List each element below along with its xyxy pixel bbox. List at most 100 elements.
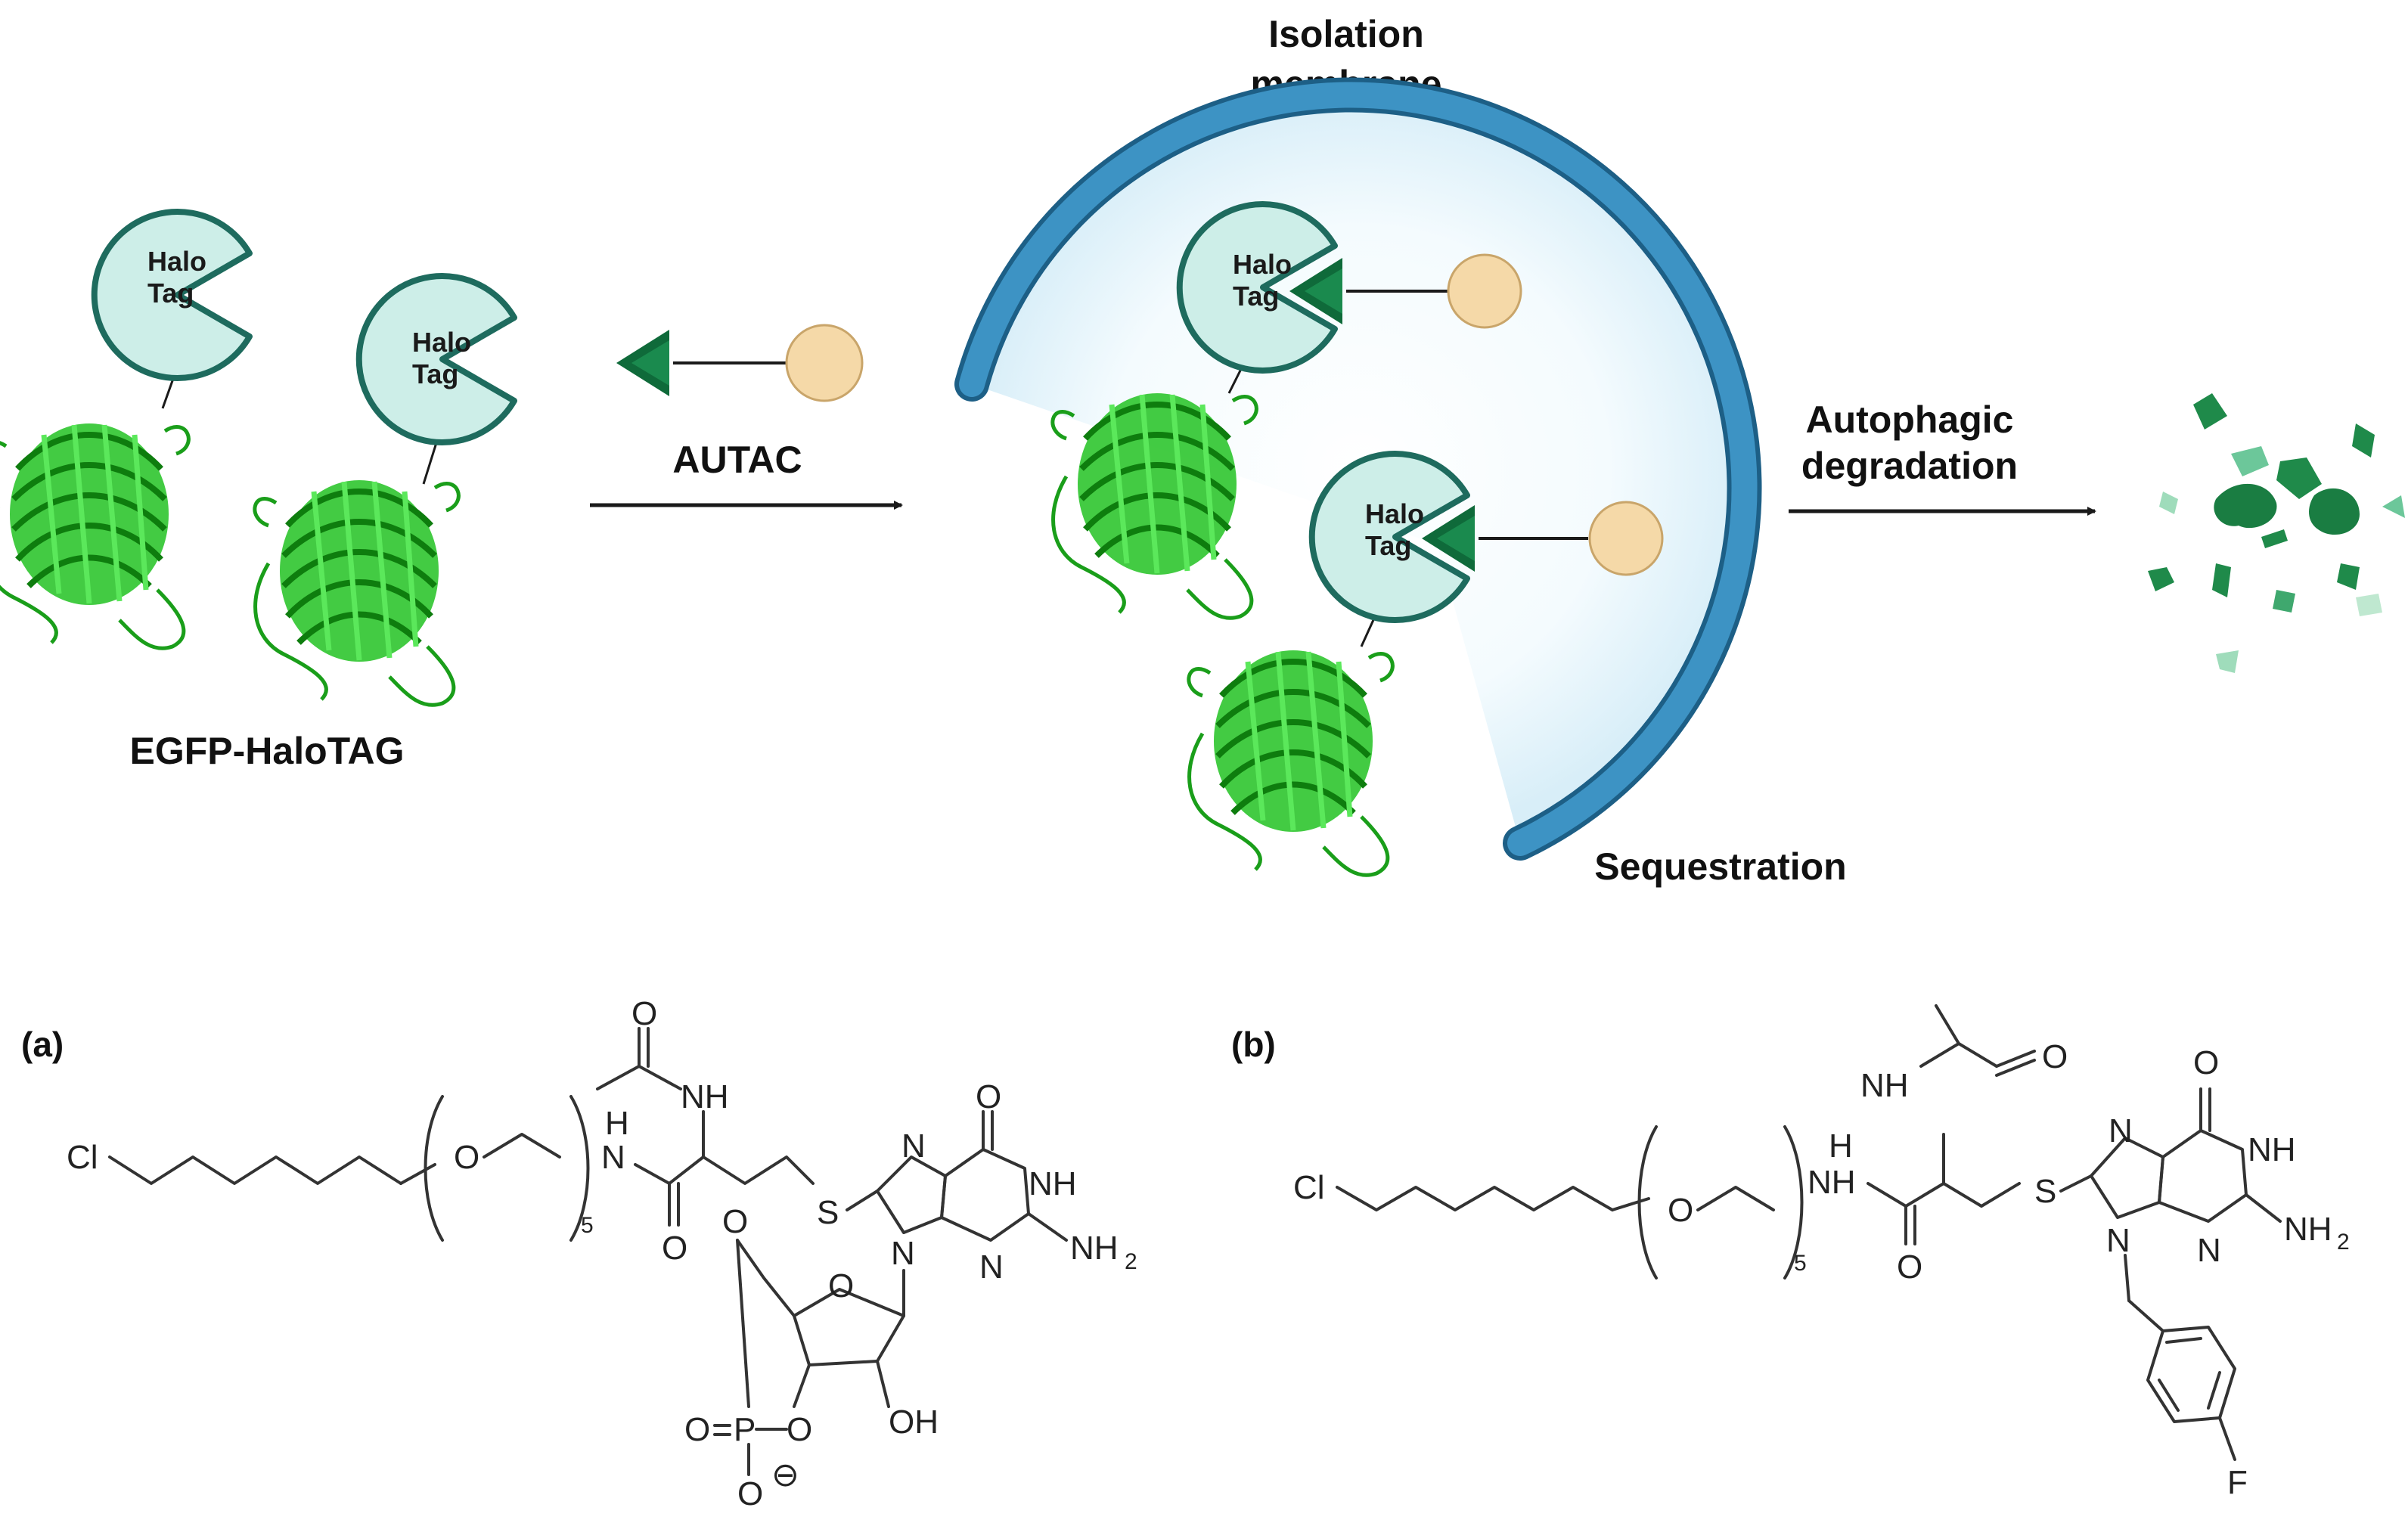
halotag-label-2a: Halo	[412, 327, 471, 358]
alkyl-chain-a	[108, 1155, 402, 1185]
chem-nh-a2: NH	[1029, 1165, 1077, 1202]
autac-ligand-triangle	[616, 330, 669, 396]
fragment	[2148, 567, 2174, 591]
sequestered-complex-2: Halo Tag	[1189, 454, 1664, 875]
chem-n-b1: N	[2109, 1112, 2133, 1149]
autac-molecule	[616, 324, 864, 402]
chem-n-a4: N	[979, 1248, 1004, 1286]
chem-cl-a: Cl	[67, 1139, 98, 1176]
panel-b-label: (b)	[1231, 1025, 1276, 1064]
chem-minus-a: ⊖	[771, 1456, 799, 1494]
fragment	[2212, 563, 2231, 597]
sequestered-complex-1: Halo Tag	[1053, 204, 1522, 618]
cys-b	[1942, 1182, 2021, 1208]
acetyl-co-b	[1995, 1050, 2036, 1068]
fragment	[2193, 393, 2227, 430]
chem-n-b3: N	[2197, 1232, 2221, 1269]
chem-n-a2: N	[901, 1128, 926, 1165]
compound-b-structure: Cl O 5 H NH O NH O S N N O NH N NH 2	[1293, 1004, 2350, 1501]
benzene-inner-b3	[2158, 1379, 2180, 1412]
bond-a	[399, 1163, 436, 1185]
chem-o-a8: O	[684, 1411, 710, 1448]
oh-bond-a	[876, 1360, 890, 1408]
panel-a-label: (a)	[21, 1025, 64, 1064]
fragment	[2261, 529, 2288, 548]
fragment	[2231, 446, 2269, 476]
acetyl-a	[596, 1065, 682, 1090]
chem-o-a1: O	[454, 1139, 479, 1176]
fragment	[2309, 488, 2360, 535]
chem-sub2-b: 2	[2337, 1230, 2350, 1255]
bracket-right-a	[569, 1095, 590, 1242]
chem-hn-b: NH	[1860, 1067, 1909, 1104]
bracket-left-b	[1637, 1125, 1658, 1280]
chem-o-b4: O	[2193, 1044, 2219, 1081]
fragment	[2216, 650, 2239, 673]
chem-o-a6: O	[787, 1411, 812, 1448]
compound-a-structure: Cl O 5 H N O NH O S N N O NH N NH 2	[67, 995, 1137, 1512]
chem-oh-a: OH	[889, 1404, 939, 1441]
chem-sub2-a: 2	[1125, 1249, 1137, 1274]
egfp-protein-2	[255, 480, 458, 705]
bracket-right-b	[1783, 1125, 1804, 1280]
autac-label: AUTAC	[672, 439, 802, 481]
chem-o-a5: O	[828, 1267, 854, 1304]
egfp-halotag-label: EGFP-HaloTAG	[130, 730, 405, 772]
acetyl-co-b2	[1995, 1059, 2036, 1077]
bond-nh2-b	[2245, 1193, 2282, 1223]
bond-b	[1611, 1197, 1650, 1211]
alkyl-chain-b	[1336, 1186, 1614, 1211]
bond-s-b	[2059, 1174, 2093, 1193]
chem-nh-b: NH	[1808, 1164, 1856, 1201]
bond-nh2-a	[1027, 1212, 1068, 1242]
halotag-label-2b: Tag	[412, 358, 458, 389]
ribose-a	[793, 1288, 905, 1366]
autophagic-label-line1: Autophagic	[1806, 399, 2014, 441]
imidazole-a	[876, 1155, 947, 1234]
chem-s-a: S	[817, 1194, 839, 1231]
chem-h-b: H	[1829, 1128, 1853, 1165]
autophagic-label-line2: degradation	[1801, 445, 2018, 487]
chem-n-a1: N	[601, 1139, 625, 1176]
amide-b	[1867, 1182, 1945, 1208]
egfp-halotag-group-2: Halo Tag	[255, 276, 514, 705]
chem-n-a3: N	[891, 1235, 915, 1272]
fragment	[2352, 423, 2375, 458]
halotag-label-1a: Halo	[147, 246, 206, 277]
acetyl-b	[1919, 1042, 1998, 1068]
pyrimidine-a	[940, 1148, 1030, 1242]
membrane-arc	[959, 82, 1758, 856]
benzene-inner-b2	[2207, 1371, 2221, 1410]
amide-a	[634, 1155, 705, 1185]
bound-tag-1	[1447, 253, 1522, 329]
sequestration-label: Sequestration	[1594, 845, 1846, 888]
chem-o-a9: O	[737, 1475, 763, 1512]
imidazole-b	[2090, 1137, 2164, 1219]
chem-o-a4: O	[976, 1078, 1001, 1115]
peg-b	[1696, 1186, 1775, 1211]
pyrimidine-b	[2158, 1129, 2248, 1223]
fragment	[2276, 458, 2322, 499]
chem-n-b2: N	[2106, 1222, 2130, 1259]
c5-bond-a	[736, 1239, 796, 1317]
chem-sub5-b: 5	[1794, 1251, 1807, 1276]
chem-o-a3: O	[631, 995, 657, 1032]
benzene-b	[2146, 1326, 2236, 1423]
benzyl-bond-b	[2127, 1299, 2164, 1332]
chem-nh2-b: NH	[2284, 1211, 2332, 1248]
bound-tag-2	[1588, 501, 1664, 576]
chem-cl-b: Cl	[1293, 1169, 1325, 1206]
phos-o-bond-a	[793, 1363, 811, 1408]
chem-s-b: S	[2034, 1173, 2056, 1210]
halotag-label-1b: Tag	[147, 278, 194, 309]
chem-h-a: H	[605, 1105, 629, 1142]
halotag-label-3a: Halo	[1233, 249, 1292, 280]
egfp-protein-4	[1189, 650, 1392, 875]
bond-s-a	[846, 1190, 879, 1211]
chem-o-b1: O	[1668, 1192, 1693, 1229]
egfp-protein-1	[0, 423, 188, 648]
halotag-label-4b: Tag	[1365, 530, 1411, 561]
benzyl-ch2-b	[2124, 1254, 2130, 1302]
fragment	[2337, 563, 2360, 590]
